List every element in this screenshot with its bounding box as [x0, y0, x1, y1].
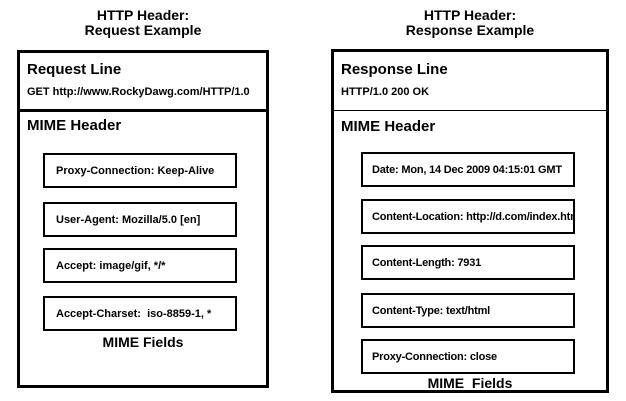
request-title-line1: HTTP Header: [96, 7, 190, 23]
response-title-line2: Response Example [405, 22, 535, 38]
request-mime-fields-label: MIME Fields [102, 334, 184, 350]
request-title-line2: Request Example [84, 22, 202, 38]
request-field-accept-charset: Accept-Charset: iso-8859-1, * [43, 296, 237, 331]
request-panel-title: HTTP Header: Request Example [17, 8, 269, 38]
response-title-line1: HTTP Header: [423, 7, 517, 23]
request-header-box: Request Line GET http://www.RockyDawg.co… [17, 50, 269, 388]
response-line-value: HTTP/1.0 200 OK [341, 86, 430, 98]
response-field-content-type: Content-Type: text/html [361, 293, 575, 328]
request-line-value: GET http://www.RockyDawg.com/HTTP/1.0 [27, 86, 250, 98]
response-mime-fields-label: MIME Fields [427, 375, 513, 391]
response-line-heading: Response Line [341, 61, 448, 78]
request-line-heading: Request Line [27, 61, 122, 78]
request-field-accept: Accept: image/gif, */* [43, 248, 237, 283]
response-mime-header-heading: MIME Header [341, 118, 436, 135]
response-section-divider [334, 110, 606, 111]
response-panel-title: HTTP Header: Response Example [331, 8, 609, 38]
response-field-proxy-connection: Proxy-Connection: close [361, 339, 575, 374]
response-field-content-length: Content-Length: 7931 [361, 245, 575, 280]
request-mime-header-heading: MIME Header [27, 117, 122, 134]
response-field-date: Date: Mon, 14 Dec 2009 04:15:01 GMT [361, 152, 575, 187]
request-section-divider [20, 109, 266, 112]
request-field-user-agent: User-Agent: Mozilla/5.0 [en] [43, 202, 237, 237]
request-field-proxy-connection: Proxy-Connection: Keep-Alive [43, 153, 237, 188]
response-field-content-location: Content-Location: http://d.com/index.htm… [361, 199, 575, 234]
response-header-box: Response Line HTTP/1.0 200 OK MIME Heade… [331, 49, 609, 393]
